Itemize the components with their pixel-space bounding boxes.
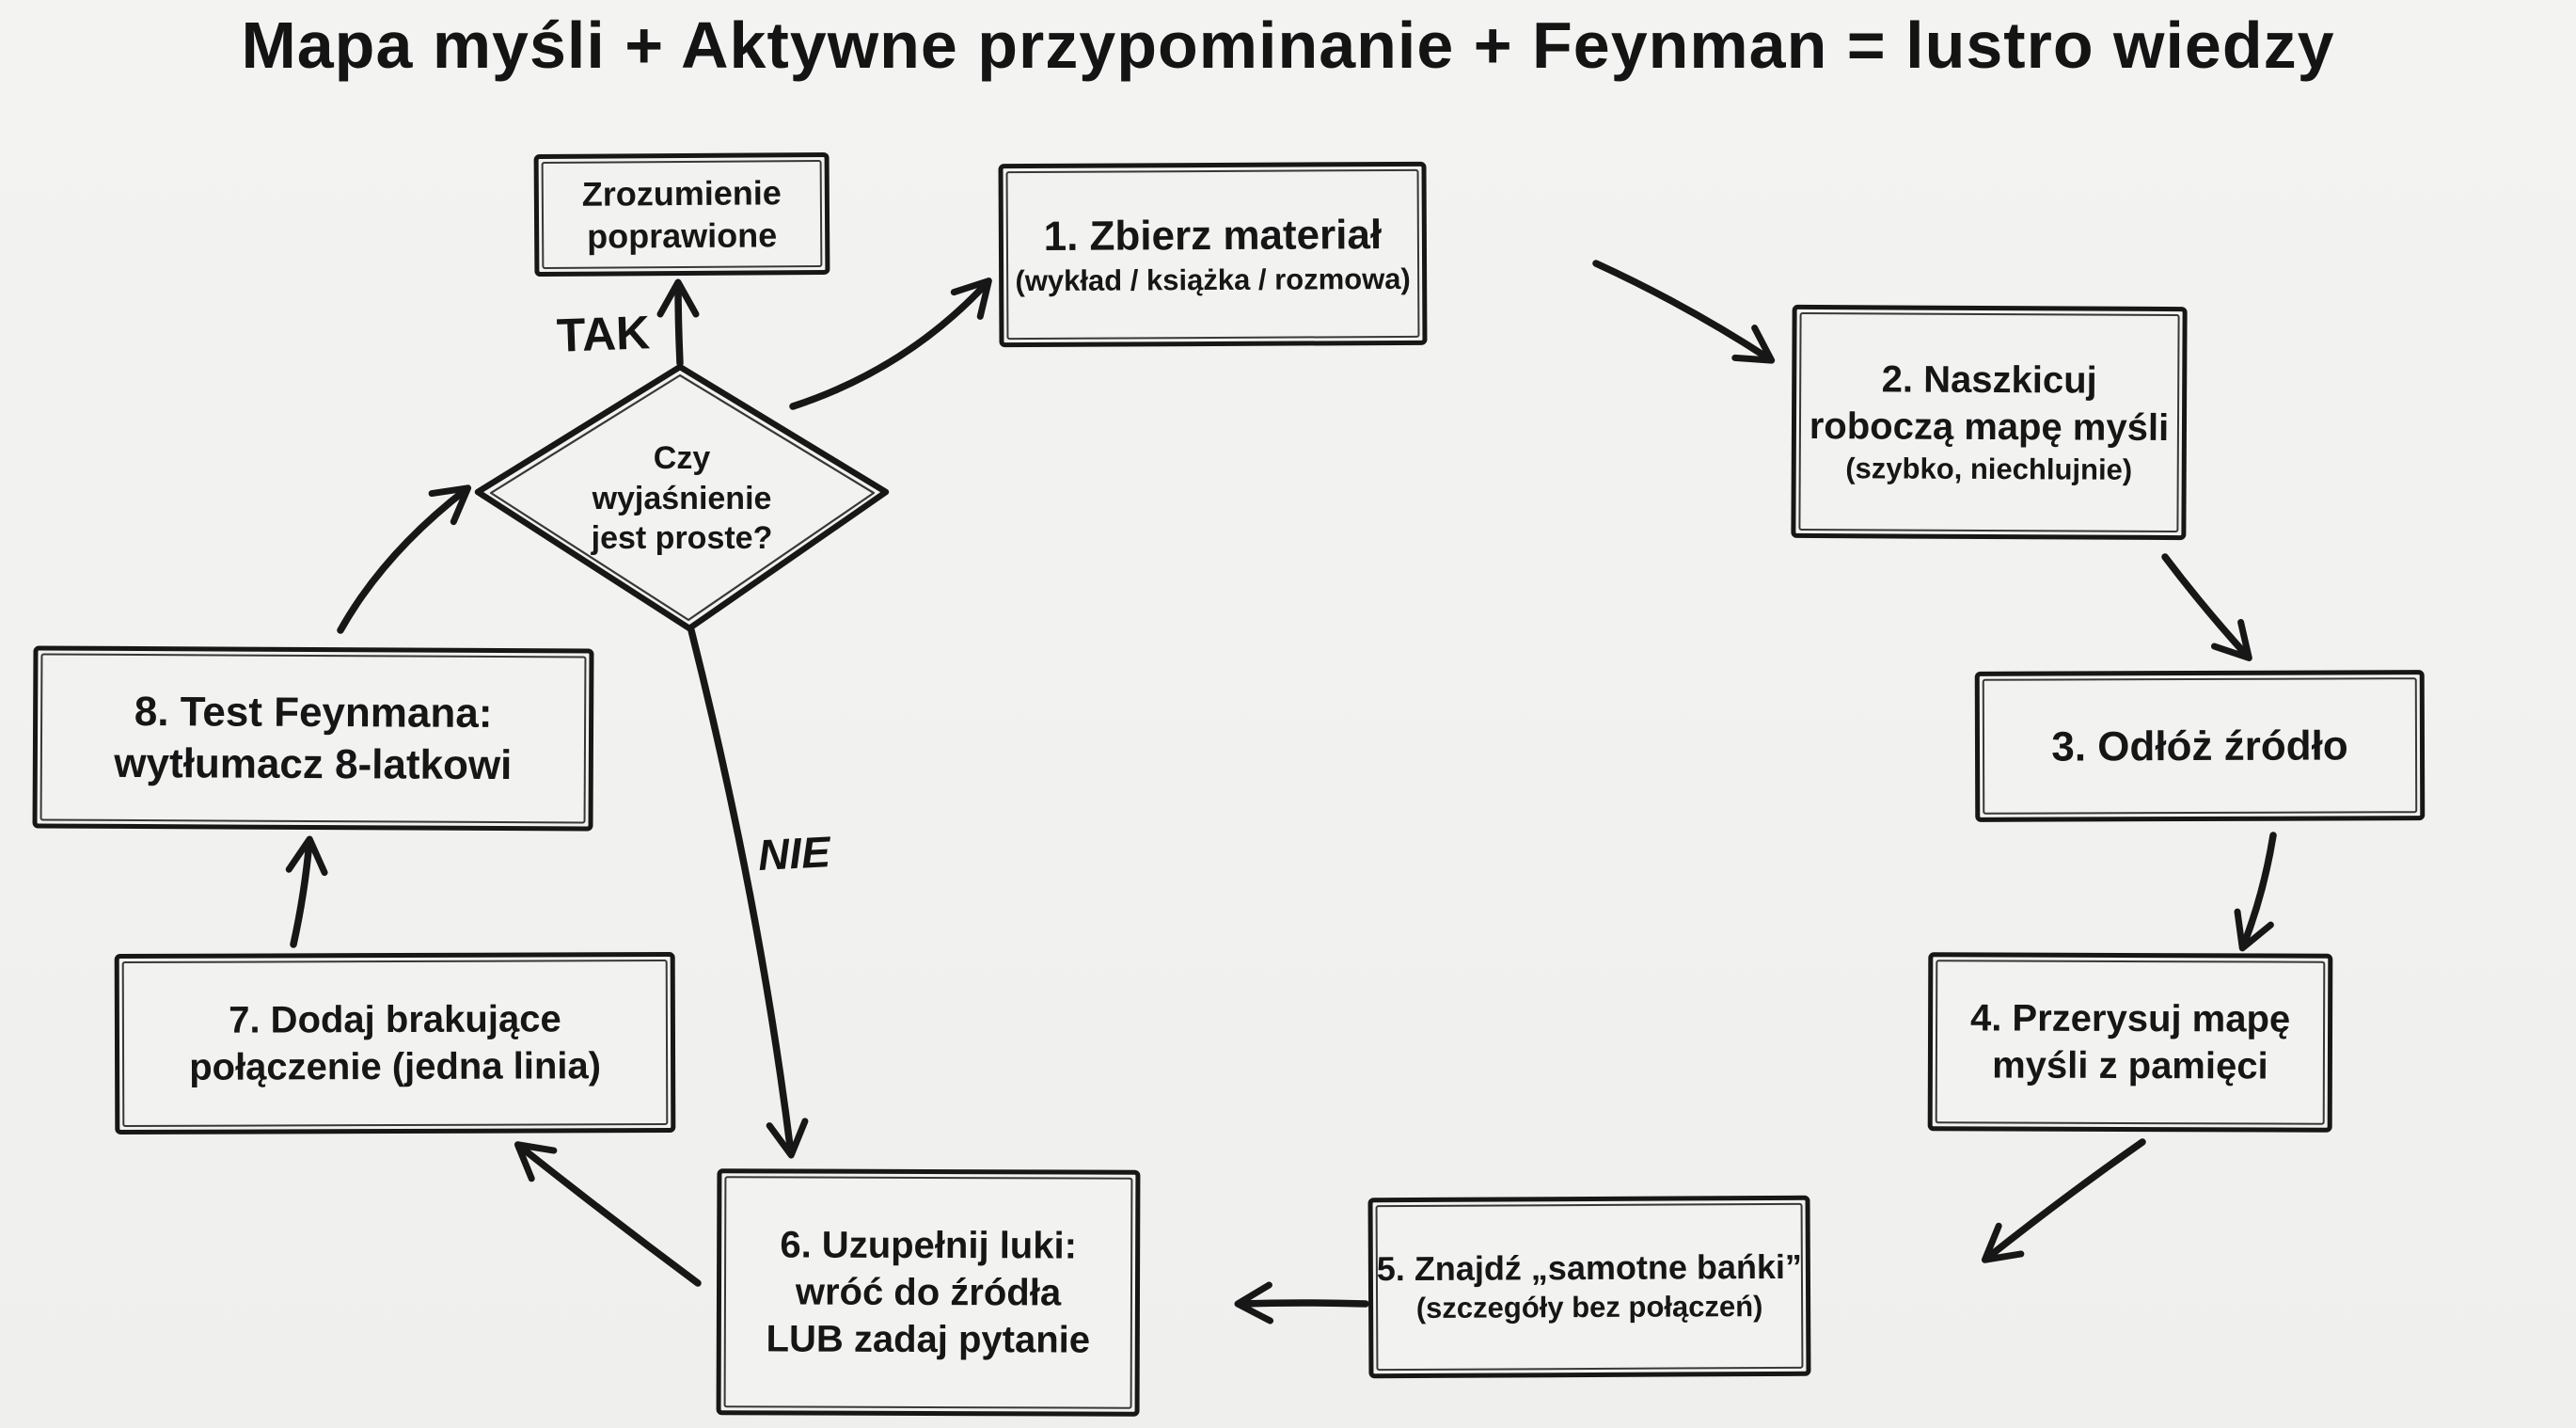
node-line: (szczegóły bez połączeń) <box>1415 1290 1763 1325</box>
edge-step6-to-step7 <box>514 1141 702 1287</box>
decision-line: wyjaśnienie <box>592 480 772 516</box>
node-line: (szybko, niechlujnie) <box>1845 452 2133 486</box>
node-step1-collect-material: 1. Zbierz materiał (wykład / książka / r… <box>998 161 1428 348</box>
edge-step1-to-step2 <box>1592 260 1776 364</box>
node-line: Zrozumienie <box>581 173 782 214</box>
edge-step4-to-step5 <box>1981 1138 2146 1263</box>
node-line: połączenie (jedna linia) <box>189 1045 602 1088</box>
node-line: 3. Odłóż źródło <box>2051 722 2348 770</box>
edge-decision-to-step6-no <box>687 627 809 1159</box>
node-line: 4. Przerysuj mapę <box>1969 997 2291 1040</box>
node-step5-find-lonely-bubbles: 5. Znajdź „samotne bańki” (szczegóły bez… <box>1367 1195 1811 1379</box>
node-line: wytłumacz 8-latkowi <box>114 739 513 789</box>
node-step8-feynman-test: 8. Test Feynmana: wytłumacz 8-latkowi <box>32 645 594 832</box>
edge-step3-to-step4 <box>2234 832 2277 952</box>
node-line: (wykład / książka / rozmowa) <box>1015 262 1411 297</box>
edge-decision-to-result-yes <box>656 278 700 367</box>
node-line: myśli z pamięci <box>1992 1044 2268 1087</box>
edge-step2-to-step3 <box>2161 553 2252 661</box>
edge-label-yes: TAK <box>556 306 652 362</box>
node-line: 7. Dodaj brakujące <box>229 998 561 1041</box>
node-line: 6. Uzupełnij luki: <box>780 1224 1078 1267</box>
node-line: 2. Naszkicuj <box>1881 358 2097 402</box>
node-line: 1. Zbierz materiał <box>1043 211 1383 260</box>
node-line: wróć do źródła <box>795 1271 1062 1314</box>
edge-step8-to-decision <box>337 484 472 634</box>
node-line: roboczą mapę myśli <box>1809 405 2170 449</box>
edge-decision-to-step1 <box>789 278 992 410</box>
node-line: poprawione <box>587 215 778 256</box>
edge-step5-to-step6 <box>1234 1281 1369 1325</box>
node-step6-fill-gaps: 6. Uzupełnij luki: wróć do źródła LUB za… <box>716 1168 1141 1417</box>
node-understanding-improved: Zrozumienie poprawione <box>533 151 830 278</box>
edge-step7-to-step8 <box>285 835 328 948</box>
node-step7-add-missing-connection: 7. Dodaj brakujące połączenie (jedna lin… <box>114 951 676 1135</box>
node-line: 8. Test Feynmana: <box>134 689 493 737</box>
decision-line: Czy <box>653 440 711 477</box>
node-line: 5. Znajdź „samotne bańki” <box>1376 1247 1803 1289</box>
node-step2-sketch-mindmap: 2. Naszkicuj roboczą mapę myśli (szybko,… <box>1791 304 2188 541</box>
node-step4-redraw-from-memory: 4. Przerysuj mapę myśli z pamięci <box>1927 952 2333 1133</box>
edge-label-no: NIE <box>756 827 831 880</box>
node-line: LUB zadaj pytanie <box>766 1318 1091 1361</box>
decision-line: jest proste? <box>591 520 773 557</box>
decision-is-explanation-simple: Czy wyjaśnienie jest proste? <box>478 369 886 628</box>
diagram-title: Mapa myśli + Aktywne przypominanie + Fey… <box>241 8 2335 82</box>
node-step3-put-away-source: 3. Odłóż źródło <box>1974 670 2426 822</box>
